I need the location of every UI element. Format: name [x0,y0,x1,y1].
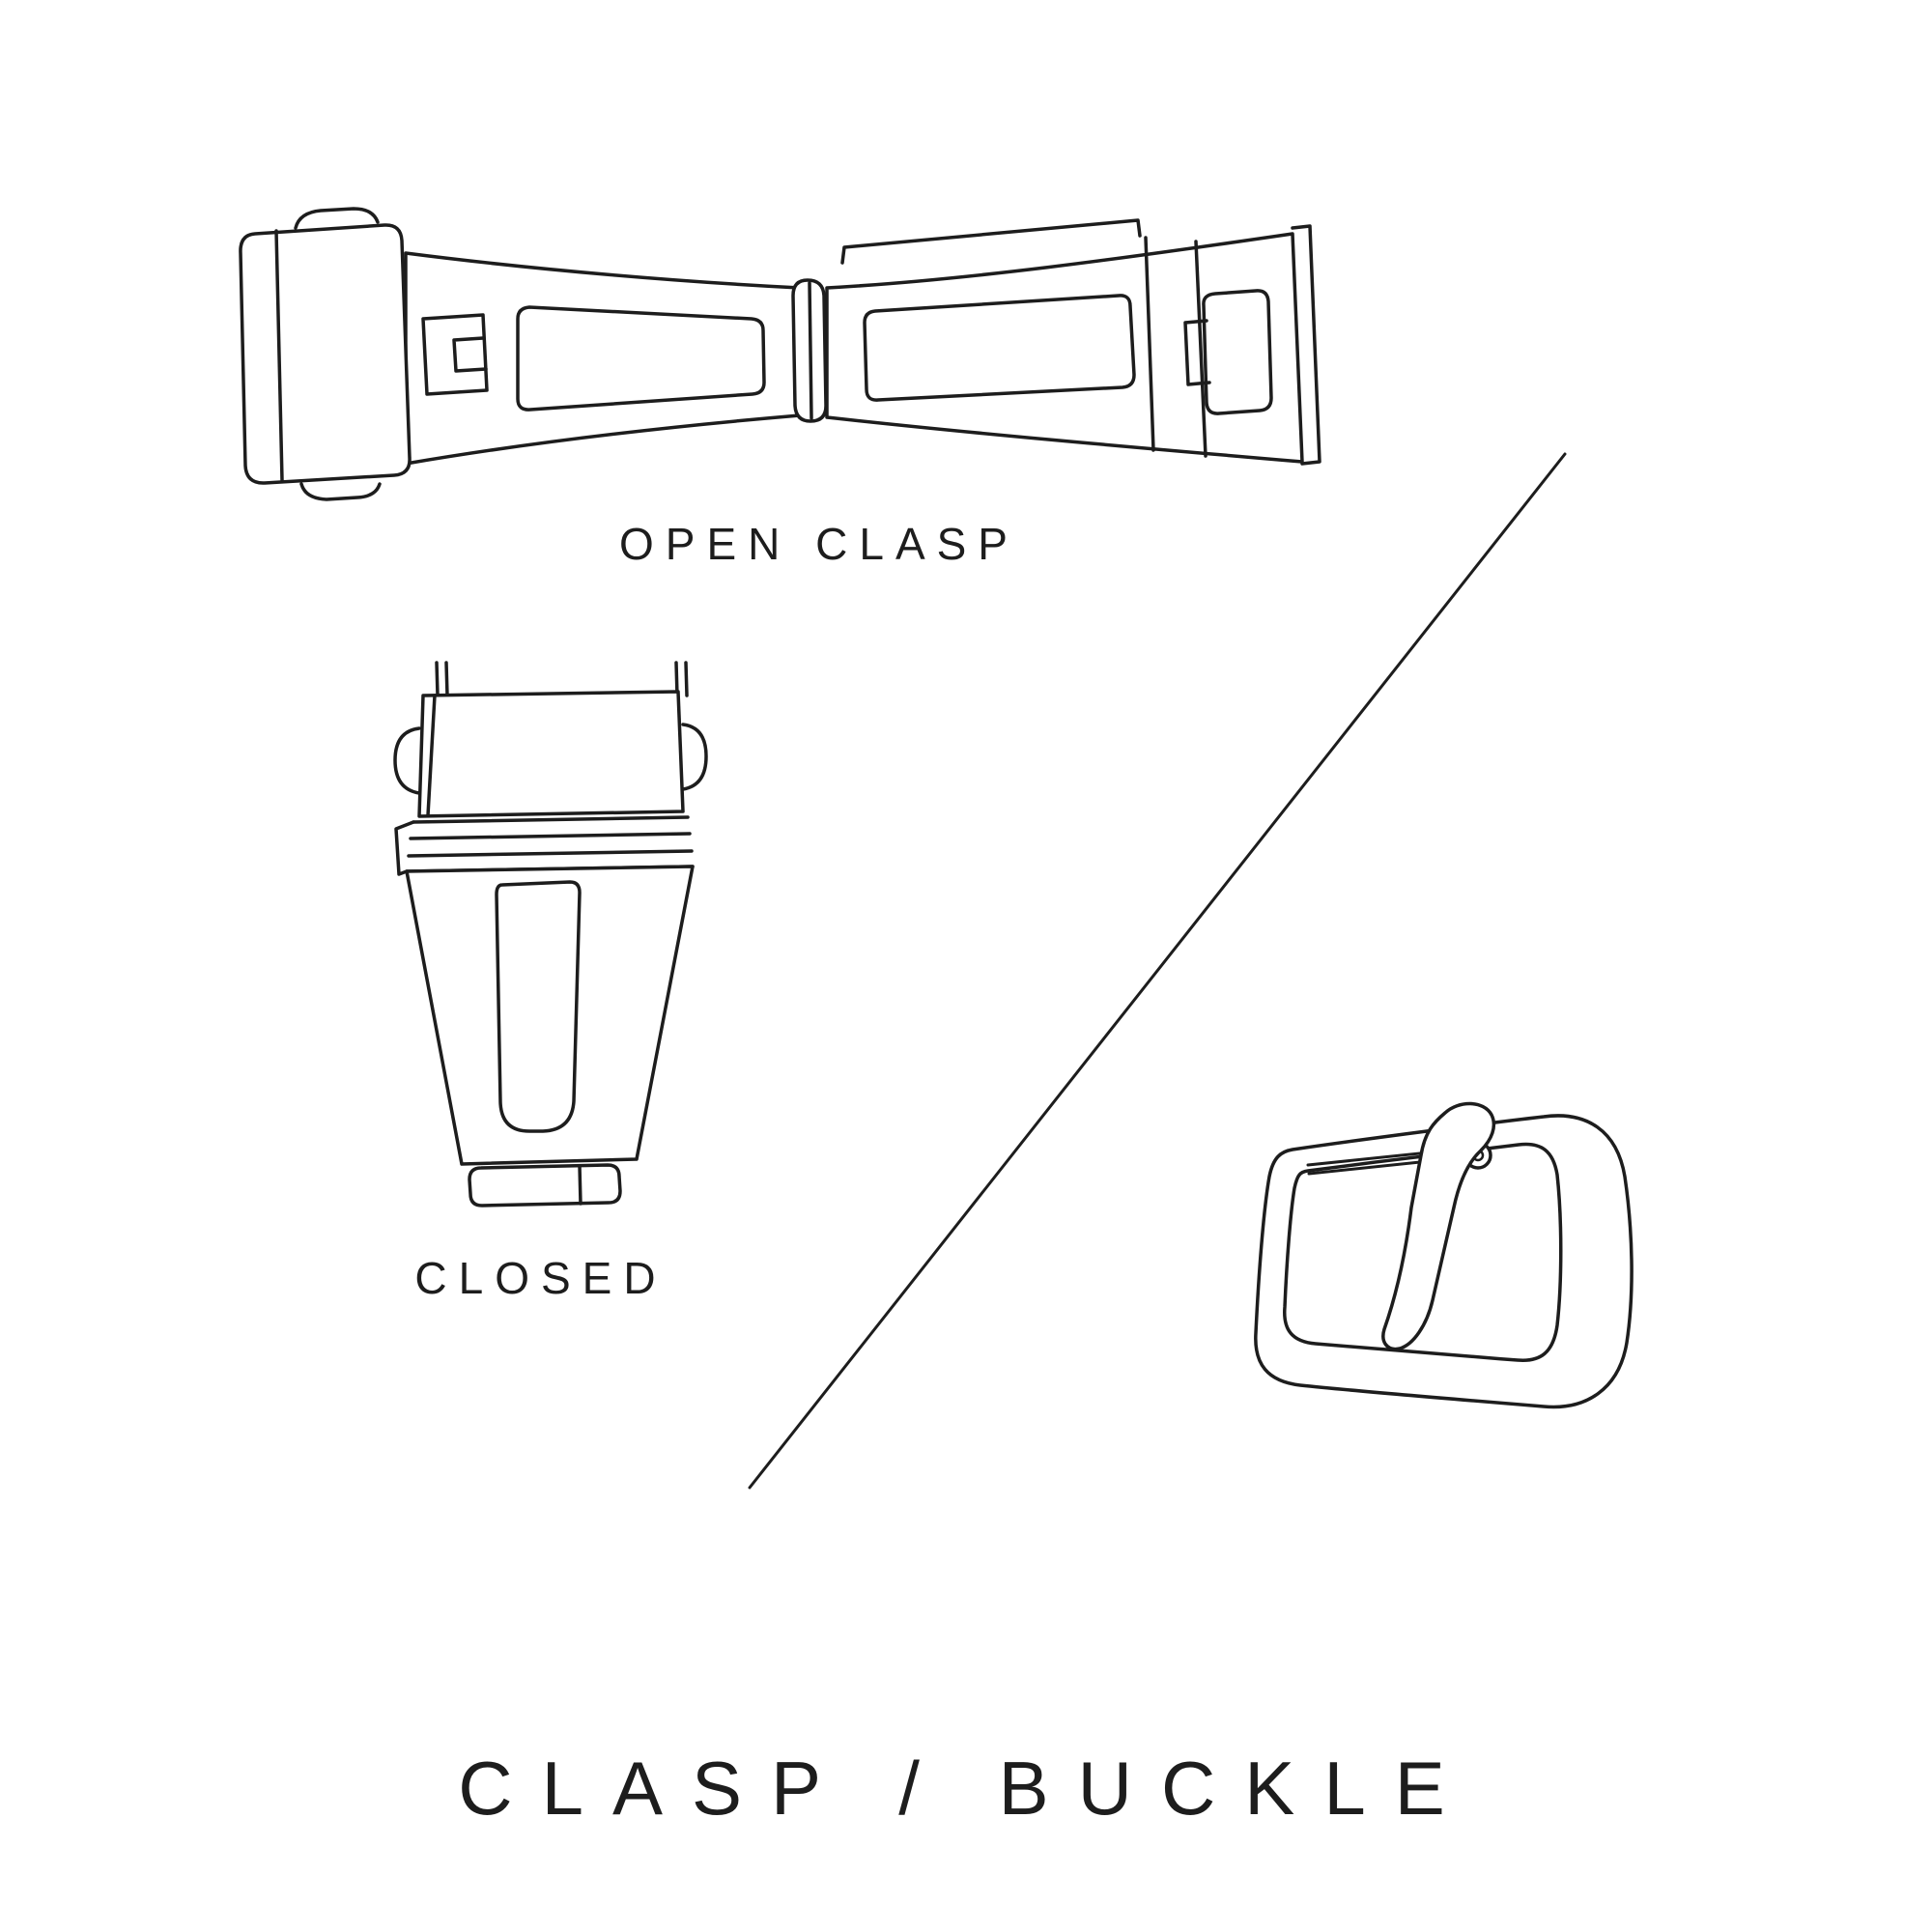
buckle-prong [1383,1103,1493,1349]
diagonal-divider-line [750,454,1565,1488]
open-clasp-cover-bottom-tab [301,484,380,499]
closed-clasp-ear-right [683,724,706,789]
closed-clasp-band-fold [396,822,413,874]
open-clasp-right-window [865,296,1134,400]
open-clasp-left-window [518,307,764,410]
open-clasp-cover-edge [276,231,282,480]
open-clasp-illustration [241,209,1320,499]
closed-clasp-caption: CLOSED [414,1253,668,1303]
open-clasp-end-bracket [1293,226,1320,464]
open-clasp-endpiece-slot [1204,291,1271,413]
closed-clasp-bar-line [580,1166,581,1204]
closed-clasp-body [407,867,693,1164]
open-clasp-left-cover [241,225,410,483]
closed-clasp-illustration [395,663,706,1206]
open-clasp-cover-top-tab [296,209,378,228]
open-clasp-caption: OPEN CLASP [619,519,1019,569]
closed-clasp-window [497,882,580,1131]
closed-clasp-band-lines [407,817,693,871]
open-clasp-right-blade [827,234,1302,462]
open-clasp-hook-notch [454,338,486,371]
open-clasp-endpiece-fold-2 [1196,242,1206,456]
page-title: CLASP / BUCKLE [458,1746,1474,1831]
open-clasp-endpiece-notch [1185,321,1209,384]
open-clasp-endpiece-fold-1 [1146,238,1153,450]
closed-clasp-box-fold [428,696,435,815]
closed-clasp-prong-left [437,663,447,696]
closed-clasp-bottom-bar [469,1165,620,1206]
open-clasp-top-strip [842,220,1140,263]
open-clasp-hinge-line [810,283,811,418]
tang-buckle-illustration [1256,1103,1632,1406]
closed-clasp-top-box [419,692,683,816]
closed-clasp-ear-left [395,728,419,793]
